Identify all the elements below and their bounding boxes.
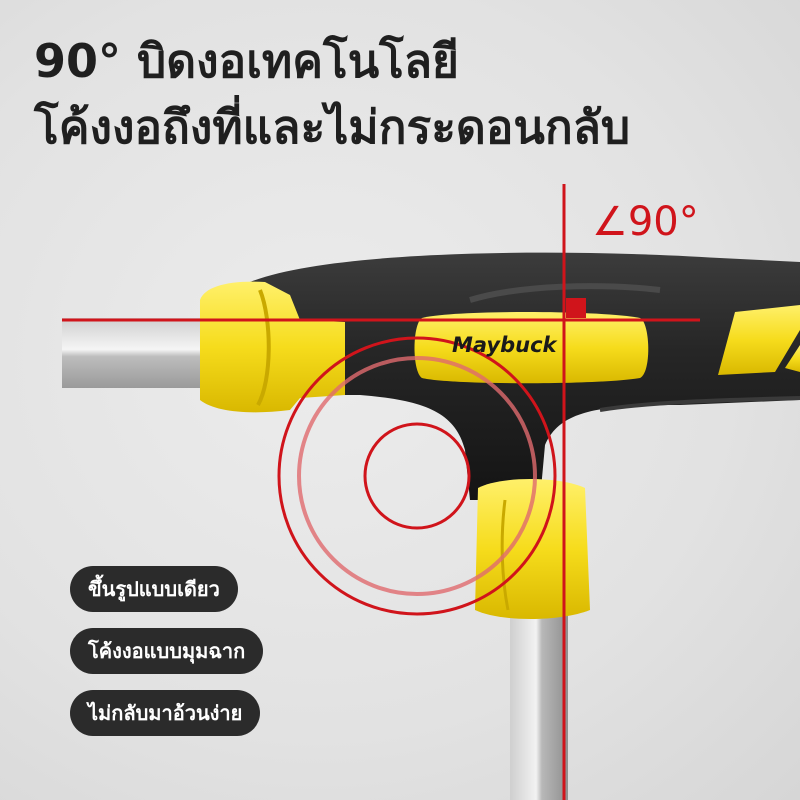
handle-ridge <box>469 283 661 303</box>
headline-line-1: 90° บิดงอเทคโนโลยี <box>34 34 460 88</box>
bend-circle-outer <box>277 336 557 616</box>
yellow-end-cap <box>200 281 345 413</box>
headline: 90° บิดงอเทคโนโลยี โค้งงอถึงที่และไม่กระ… <box>34 28 630 160</box>
feature-list: ขึ้นรูปแบบเดียว โค้งงอแบบมุมฉาก ไม่กลับม… <box>70 566 264 752</box>
bend-circle-inner <box>363 422 471 530</box>
bend-circle-middle <box>297 356 537 596</box>
headline-line-2: โค้งงอถึงที่และไม่กระดอนกลับ <box>34 100 631 154</box>
feature-pill-single-molding: ขึ้นรูปแบบเดียว <box>70 566 238 612</box>
angle-label: ∠90° <box>592 199 699 245</box>
yellow-insert <box>785 345 800 372</box>
yellow-insert <box>718 305 800 375</box>
brand-logo: Maybuck <box>452 333 559 357</box>
right-angle-marker <box>566 298 586 318</box>
handle-ridge <box>599 396 800 412</box>
hex-shaft-vertical <box>510 600 568 800</box>
feature-pill-no-spring-back: ไม่กลับมาอ้วนง่าย <box>70 690 261 736</box>
yellow-end-cap-ridge <box>256 289 271 406</box>
feature-pill-right-angle: โค้งงอแบบมุมฉาก <box>70 628 264 674</box>
hex-shaft-horizontal <box>62 318 202 388</box>
logo-panel <box>414 312 649 384</box>
